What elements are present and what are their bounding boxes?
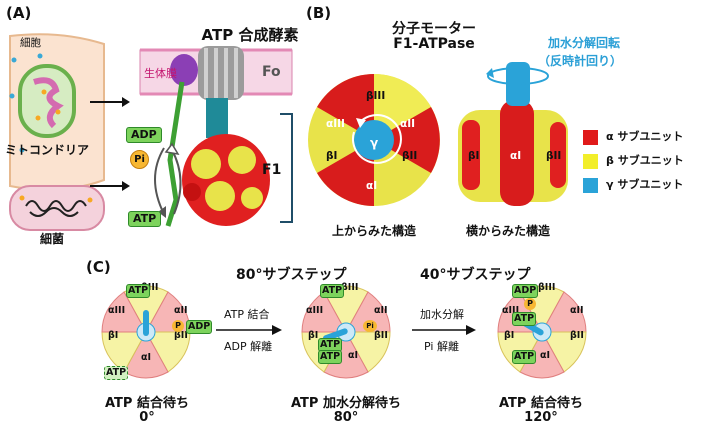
mitochondrion-cristae	[33, 77, 64, 129]
legend-gamma-label: γ サブユニット	[606, 178, 684, 191]
state2-angle: 80°	[333, 410, 359, 425]
cell-label: 細胞	[20, 37, 41, 49]
arrow1-top-label: ATP 結合	[224, 308, 270, 321]
pi-circle: Pi	[130, 150, 149, 169]
legend-beta-swatch	[583, 153, 598, 169]
peripheral-stalk	[165, 81, 185, 227]
synthesis-arrow	[154, 147, 165, 215]
step2-label: 40°サブステップ	[420, 267, 531, 283]
legend-alpha-label: α サブユニット	[606, 130, 684, 143]
arrow2-bottom-label: Pi 解離	[424, 340, 459, 353]
top-beta3: βIII	[366, 90, 386, 102]
panel-a-title: ATP 合成酵素	[201, 26, 299, 44]
state3-caption: ATP 結合待ち	[499, 396, 583, 411]
arrow2-top-label: 加水分解	[420, 308, 464, 321]
top-alpha2: αII	[400, 118, 416, 130]
rotation-arrow	[487, 67, 549, 85]
c1-b1: βI	[108, 330, 119, 341]
legend-gamma: γ サブユニット	[583, 176, 683, 193]
panel-a-figure	[9, 33, 293, 231]
legend-gamma-swatch	[583, 177, 598, 193]
top-beta2: βII	[402, 150, 418, 162]
c3-b2: βII	[570, 330, 584, 341]
c1-b2: βII	[174, 330, 188, 341]
c2-b1: βI	[308, 330, 319, 341]
bacterium-dna	[25, 200, 87, 212]
mitochondria-label: ミトコンドリア	[5, 143, 90, 157]
membrane-label: 生体膜	[144, 67, 177, 80]
f1-head	[182, 134, 270, 226]
top-gamma: γ	[370, 136, 379, 150]
c3-b3: βIII	[538, 282, 556, 293]
top-alpha3: αIII	[326, 118, 345, 130]
c3-adp-tag: ADP	[512, 284, 539, 298]
c1-a2: αII	[174, 305, 188, 316]
bacteria-label: 細菌	[40, 232, 65, 246]
c3-a3: αIII	[502, 305, 520, 316]
c2-pi-circle: Pi	[363, 320, 377, 332]
panel-a-label: (A)	[6, 4, 32, 22]
state1-caption: ATP 結合待ち	[105, 396, 189, 411]
c1-p-circle: P	[172, 320, 184, 332]
legend-beta: β サブユニット	[583, 152, 684, 169]
top-beta1: βI	[326, 150, 338, 162]
panel-b-figure	[308, 62, 568, 206]
rotation-label-2: （反時計回り）	[538, 54, 623, 68]
c2-a2: αII	[374, 305, 388, 316]
state1-angle: 0°	[139, 410, 155, 425]
c2-a3: αIII	[306, 305, 324, 316]
c3-atp-tag-2: ATP	[512, 350, 537, 364]
panel-c-label: (C)	[86, 258, 111, 276]
c1-atp-tag: ATP	[126, 284, 151, 298]
adp-tag: ADP	[126, 127, 162, 143]
c2-b2: βII	[374, 330, 388, 341]
panel-b-label: (B)	[306, 4, 332, 22]
state-0-diagram	[101, 285, 191, 379]
c2-a1: αI	[348, 350, 359, 361]
f1-bracket	[280, 113, 293, 223]
arrow1-bottom-label: ADP 解離	[224, 340, 273, 353]
central-stalk	[206, 98, 228, 138]
step1-label: 80°サブステップ	[236, 267, 347, 283]
c3-a1: αI	[540, 350, 551, 361]
f1-label: F1	[262, 162, 282, 178]
atp-tag: ATP	[128, 211, 162, 227]
top-view-label: 上からみた構造	[332, 224, 417, 238]
side-view-label: 横からみた構造	[466, 224, 551, 238]
legend-beta-label: β サブユニット	[606, 154, 684, 167]
c3-p-circle: P	[524, 298, 536, 310]
gamma-center	[354, 120, 394, 160]
state2-caption: ATP 加水分解待ち	[291, 396, 401, 411]
c3-a2: αII	[570, 305, 584, 316]
legend-alpha: α サブユニット	[583, 128, 683, 145]
c2-atp-tag-1: ATP	[320, 284, 345, 298]
state3-angle: 120°	[524, 410, 558, 425]
side-beta1: βI	[468, 150, 480, 162]
c3-atp-tag-1: ATP	[512, 312, 537, 326]
c1-adp-tag: ADP	[186, 320, 213, 334]
c1-free-atp: ATP	[104, 366, 129, 380]
c1-a1: αI	[141, 352, 152, 363]
fo-ring	[198, 46, 244, 100]
mitochondrion-shape	[18, 64, 76, 138]
fo-a-subunit	[170, 54, 198, 86]
panel-b-title-2: F1-ATPase	[393, 36, 475, 52]
c2-b3: βIII	[341, 282, 359, 293]
panel-b-title-1: 分子モーター	[392, 21, 476, 37]
rotation-label-1: 加水分解回転	[548, 36, 621, 50]
fo-label: Fo	[262, 64, 281, 80]
top-alpha1: αI	[366, 180, 378, 192]
legend-alpha-swatch	[583, 129, 598, 145]
side-beta2: βII	[546, 150, 562, 162]
side-alpha1: αI	[510, 150, 522, 162]
c3-b1: βI	[504, 330, 515, 341]
c1-a3: αIII	[108, 305, 126, 316]
c2-atp-tag-3: ATP	[318, 350, 343, 364]
